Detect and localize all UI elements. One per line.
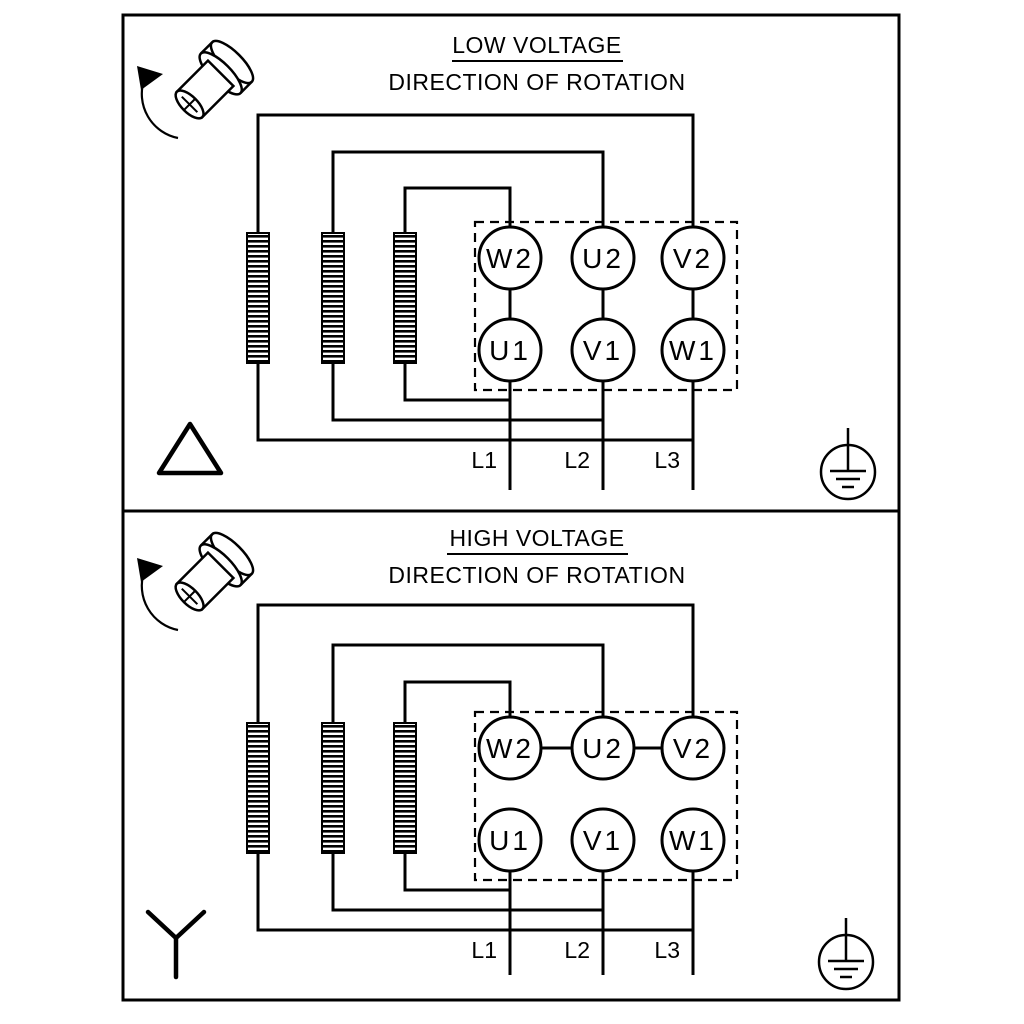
panel-title: HIGH VOLTAGE	[449, 525, 624, 551]
terminal-label-w1: W1	[669, 825, 717, 856]
panel-title: LOW VOLTAGE	[452, 32, 622, 58]
winding-bottom-wires	[256, 363, 693, 442]
terminal-v2	[660, 225, 726, 291]
motor-winding	[321, 722, 345, 854]
supply-label-l3: L3	[654, 937, 680, 963]
delta-link-bars	[508, 289, 695, 319]
supply-label-l2: L2	[564, 447, 590, 473]
terminal-label-u2: U2	[582, 733, 624, 764]
terminal-w2	[477, 715, 543, 781]
terminal-label-w2: W2	[486, 243, 534, 274]
rotation-arrowhead	[137, 66, 163, 90]
terminal-u2	[570, 225, 636, 291]
motor-winding	[246, 232, 270, 364]
motor-windings	[246, 232, 417, 364]
terminal-label-u1: U1	[489, 335, 531, 366]
rotation-direction-icon	[137, 39, 255, 140]
motor-winding	[393, 232, 417, 364]
supply-lines	[508, 871, 695, 975]
winding-top-wires	[256, 603, 695, 723]
terminal-w2	[477, 225, 543, 291]
delta-symbol	[156, 421, 224, 476]
terminal-u2	[570, 715, 636, 781]
terminal-label-u1: U1	[489, 825, 531, 856]
terminal-label-w2: W2	[486, 733, 534, 764]
terminal-label-v1: V1	[583, 825, 623, 856]
winding-bottom-wires	[256, 853, 693, 932]
terminal-label-v1: V1	[583, 335, 623, 366]
terminal-block-outline	[473, 220, 739, 392]
terminal-u1	[477, 807, 543, 873]
terminal-v2	[660, 715, 726, 781]
supply-label-l1: L1	[471, 937, 497, 963]
rotation-arrowhead	[137, 558, 163, 582]
terminal-label-w1: W1	[669, 335, 717, 366]
supply-lines	[508, 381, 695, 490]
earth-ground-icon	[819, 428, 877, 501]
supply-label-l1: L1	[471, 447, 497, 473]
star-symbol	[145, 909, 207, 980]
terminal-w1	[660, 807, 726, 873]
terminal-block: W2 U2 V2 U1 V1 W1	[473, 710, 739, 882]
terminal-u1	[477, 317, 543, 383]
panel-subtitle: DIRECTION OF ROTATION	[388, 69, 685, 95]
motor-winding	[393, 722, 417, 854]
low-voltage-panel: LOW VOLTAGE DIRECTION OF ROTATION	[121, 13, 901, 513]
supply-label-l2: L2	[564, 937, 590, 963]
rotation-direction-icon	[137, 531, 255, 632]
motor-winding	[321, 232, 345, 364]
earth-ground-icon	[817, 918, 875, 991]
terminal-label-v2: V2	[673, 733, 713, 764]
motor-windings	[246, 722, 417, 854]
supply-label-l3: L3	[654, 447, 680, 473]
terminal-label-u2: U2	[582, 243, 624, 274]
terminal-v1	[570, 317, 636, 383]
winding-top-wires	[256, 113, 695, 233]
high-voltage-panel: HIGH VOLTAGE DIRECTION OF ROTATION	[121, 509, 901, 1002]
motor-winding	[246, 722, 270, 854]
terminal-label-v2: V2	[673, 243, 713, 274]
terminal-w1	[660, 317, 726, 383]
terminal-block: W2 U2 V2 U1 V1 W1	[473, 220, 739, 392]
terminal-block-outline	[473, 710, 739, 882]
panel-subtitle: DIRECTION OF ROTATION	[388, 562, 685, 588]
terminal-v1	[570, 807, 636, 873]
